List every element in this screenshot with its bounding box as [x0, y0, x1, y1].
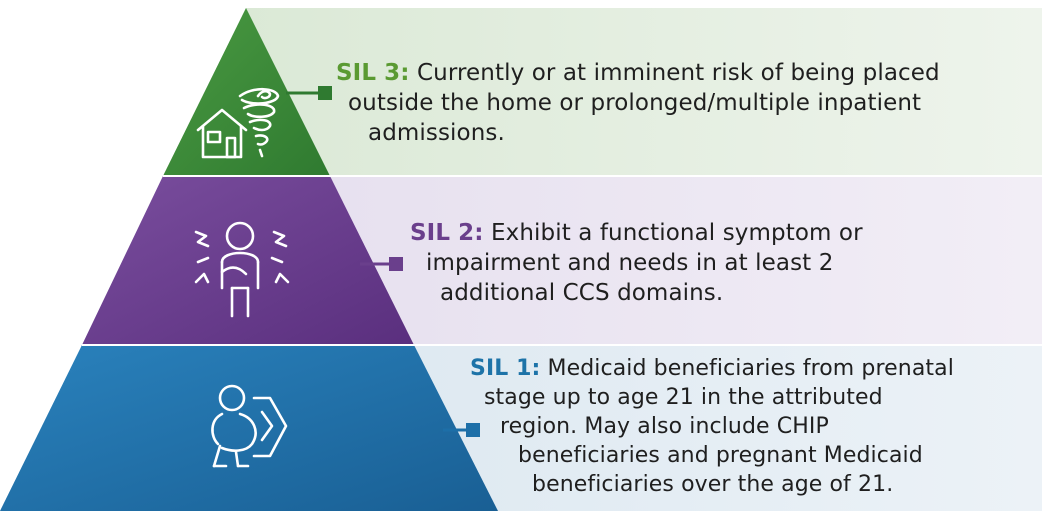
pregnant-person-arrow-icon: [211, 384, 288, 468]
connector-sil2: [360, 257, 403, 271]
band-sil3: [163, 8, 1042, 176]
caption-sil1-line-1: SIL 1: Medicaid beneficiaries from prena…: [470, 354, 954, 383]
sil1-text-line-1: Medicaid beneficiaries from prenatal: [547, 356, 954, 381]
distressed-person-icon: [194, 221, 290, 318]
caption-sil2-line-3: additional CCS domains.: [440, 280, 724, 306]
caption-sil1-line-4: beneficiaries and pregnant Medicaid: [518, 443, 923, 468]
pyramid-tier-sil1: [0, 345, 498, 511]
sil2-label: SIL 2:: [410, 220, 484, 246]
caption-sil2-line-2: impairment and needs in at least 2: [426, 250, 834, 276]
caption-sil3-line-2: outside the home or prolonged/multiple i…: [348, 90, 922, 116]
sil3-text-line-1: Currently or at imminent risk of being p…: [417, 60, 940, 86]
caption-sil2-line-1: SIL 2: Exhibit a functional symptom or: [410, 218, 863, 248]
caption-sil1-line-5: beneficiaries over the age of 21.: [532, 472, 894, 497]
house-tornado-icon: [196, 87, 280, 159]
sil3-label: SIL 3:: [336, 60, 410, 86]
caption-sil1-line-2: stage up to age 21 in the attributed: [484, 385, 883, 410]
caption-sil1-line-3: region. May also include CHIP: [500, 414, 829, 439]
caption-sil2: SIL 2: Exhibit a functional symptom or i…: [410, 218, 863, 308]
caption-sil3-line-1: SIL 3: Currently or at imminent risk of …: [336, 58, 940, 88]
caption-sil3: SIL 3: Currently or at imminent risk of …: [336, 58, 940, 148]
pyramid-tier-sil2: [82, 176, 414, 345]
caption-sil1: SIL 1: Medicaid beneficiaries from prena…: [470, 354, 954, 499]
connector-sil1: [443, 423, 480, 437]
connector-sil3: [286, 86, 332, 100]
sil2-text-line-1: Exhibit a functional symptom or: [491, 220, 863, 246]
sil1-label: SIL 1:: [470, 356, 541, 381]
caption-sil3-line-3: admissions.: [368, 120, 505, 146]
